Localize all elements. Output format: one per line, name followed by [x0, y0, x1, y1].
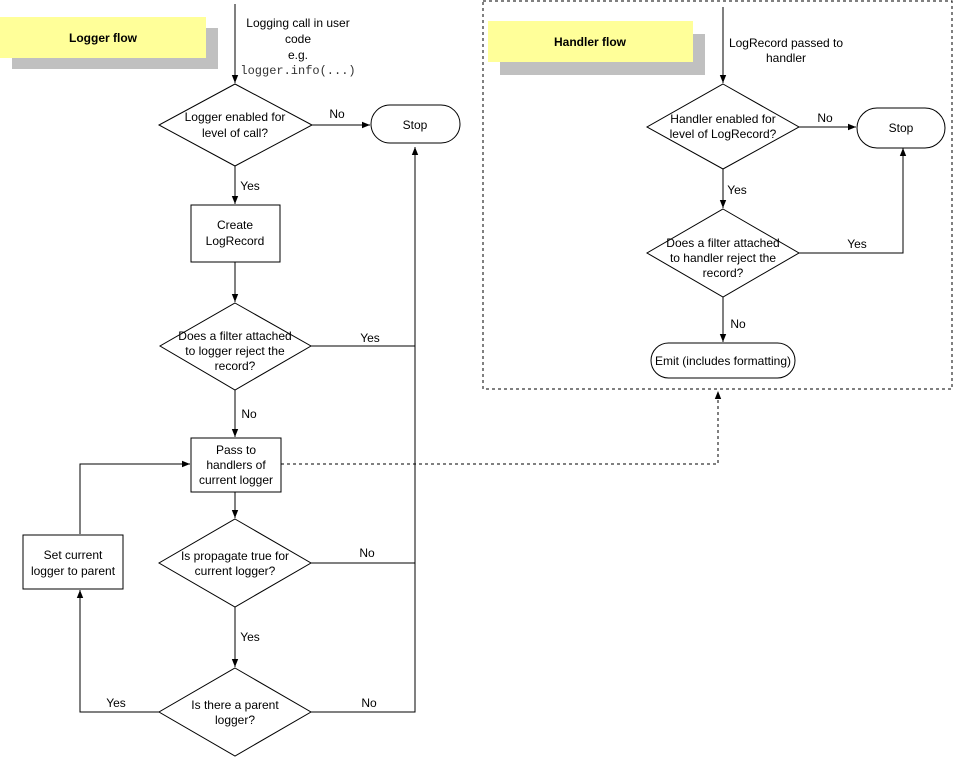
logger-stop-label: Stop [403, 118, 428, 132]
logger-filter-line-3: record? [215, 359, 256, 373]
logger-enabled-line-1: Logger enabled for [185, 110, 286, 124]
propagate-line-1: Is propagate true for [181, 549, 289, 563]
logger-entry-line-2: code [285, 32, 311, 46]
handler-filter-line-3: record? [703, 266, 744, 280]
logger-stop-shape [370, 104, 461, 144]
handler-entry-text: LogRecord passed to handler [729, 36, 843, 65]
logger-filter-decision: Does a filter attached to logger reject … [159, 302, 313, 391]
label-enabled-no: No [329, 107, 345, 121]
logger-enabled-diamond [157, 83, 314, 167]
emit-shape [650, 342, 796, 379]
create-logrecord-process: Create LogRecord [190, 204, 281, 263]
connector-parent-no [311, 147, 419, 713]
logger-stop-terminal: Stop [370, 104, 461, 144]
propagate-decision: Is propagate true for current logger? [158, 518, 312, 608]
handler-flow-title: Handler flow [554, 35, 627, 49]
handler-flow-banner: Handler flow [488, 21, 705, 75]
handler-stop-terminal: Stop [856, 107, 946, 149]
create-logrecord-line-2: LogRecord [206, 234, 265, 248]
handler-filter-diamond [646, 208, 800, 298]
handler-filter-decision: Does a filter attached to handler reject… [646, 208, 800, 298]
handler-filter-line-1: Does a filter attached [666, 236, 779, 250]
pass-to-handlers-line-2: handlers of [206, 458, 266, 472]
handler-entry-line-2: handler [766, 51, 806, 65]
pass-to-handlers-process: Pass to handlers of current logger [190, 437, 282, 493]
propagate-diamond [158, 518, 312, 608]
logger-enabled-line-2: level of call? [202, 126, 268, 140]
set-parent-box [22, 534, 124, 590]
handler-enabled-line-1: Handler enabled for [670, 112, 775, 126]
handler-filter-line-2: to handler reject the [670, 251, 776, 265]
label-filter-yes: Yes [360, 331, 380, 345]
logger-entry-code: logger.info(...) [240, 64, 355, 78]
handler-label-enabled-yes: Yes [727, 183, 747, 197]
connector-set-parent-pass [79, 460, 190, 534]
label-enabled-yes: Yes [240, 179, 260, 193]
label-filter-no: No [241, 407, 257, 421]
handler-enabled-line-2: level of LogRecord? [670, 127, 777, 141]
set-parent-line-2: logger to parent [31, 564, 116, 578]
logger-filter-line-2: to logger reject the [185, 344, 285, 358]
handler-edge-labels: No Yes Yes No [727, 111, 867, 331]
set-parent-line-1: Set current [44, 548, 103, 562]
parent-line-2: logger? [215, 713, 255, 727]
handler-stop-label: Stop [889, 121, 914, 135]
handler-enabled-diamond [645, 83, 801, 170]
handler-label-enabled-no: No [817, 111, 833, 125]
emit-label: Emit (includes formatting) [655, 354, 791, 368]
set-parent-process: Set current logger to parent [22, 534, 124, 590]
logger-entry-text: Logging call in user code e.g. logger.in… [240, 16, 355, 78]
parent-decision: Is there a parent logger? [158, 667, 312, 757]
handler-entry-line-1: LogRecord passed to [729, 36, 843, 50]
connector-to-handler-flow [281, 391, 722, 465]
logger-banner-box [0, 17, 206, 58]
label-propagate-no: No [359, 546, 375, 560]
label-parent-no: No [361, 696, 377, 710]
handler-label-filter-yes: Yes [847, 237, 867, 251]
pass-to-handlers-box [190, 437, 282, 493]
emit-terminal: Emit (includes formatting) [650, 342, 796, 379]
handler-label-filter-no: No [730, 317, 746, 331]
handler-stop-shape [856, 107, 946, 149]
logger-edge-labels: No Yes Yes No No Yes Yes No [106, 107, 380, 710]
connector-parent-yes [76, 590, 159, 713]
handler-flow-frame [482, 0, 953, 390]
create-logrecord-line-1: Create [217, 218, 253, 232]
propagate-line-2: current logger? [195, 564, 276, 578]
logger-filter-diamond [159, 302, 313, 391]
handler-connectors [719, 7, 907, 342]
logger-filter-line-1: Does a filter attached [178, 329, 291, 343]
logger-flow-banner: Logger flow [0, 17, 218, 69]
pass-to-handlers-line-3: current logger [199, 473, 273, 487]
pass-to-handlers-line-1: Pass to [216, 443, 256, 457]
logger-entry-line-3: e.g. [288, 48, 308, 62]
parent-diamond [158, 667, 312, 757]
logger-connectors [76, 4, 722, 713]
create-logrecord-box [190, 204, 281, 263]
label-propagate-yes: Yes [240, 630, 260, 644]
logger-enabled-decision: Logger enabled for level of call? [157, 83, 314, 167]
parent-line-1: Is there a parent [191, 698, 279, 712]
logger-flow-title: Logger flow [69, 31, 138, 45]
logger-entry-line-1: Logging call in user [246, 16, 349, 30]
handler-enabled-decision: Handler enabled for level of LogRecord? [645, 83, 801, 170]
handler-connector-filter-yes [799, 148, 907, 254]
label-parent-yes: Yes [106, 696, 126, 710]
handler-banner-box [488, 21, 693, 62]
